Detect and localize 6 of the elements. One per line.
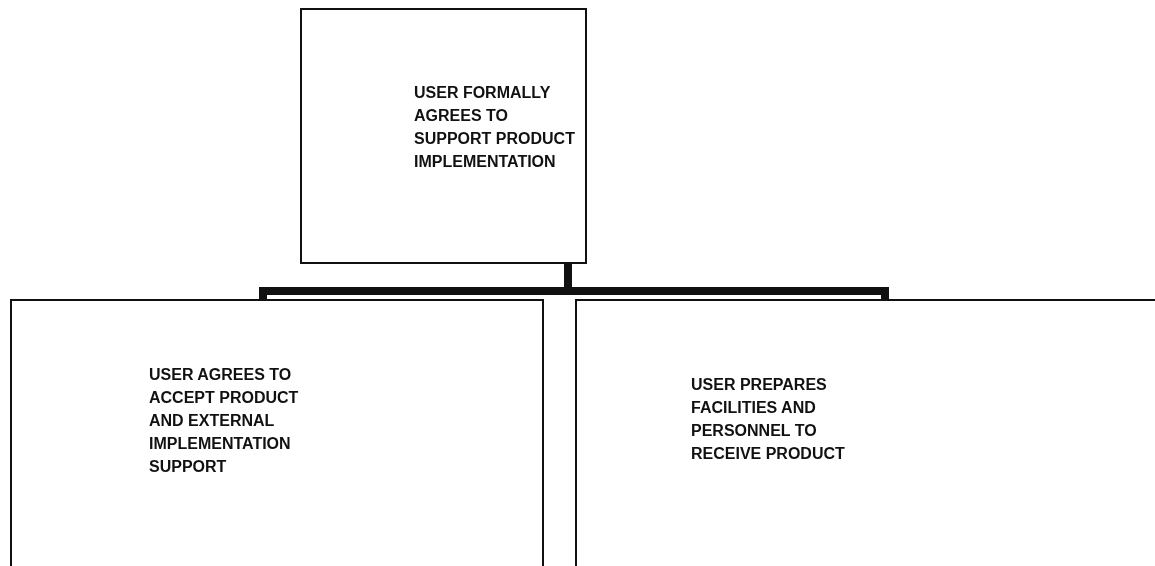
box-text: USER AGREES TO ACCEPT PRODUCT AND EXTERNAL IMPLEMENTATION SUPPORT [149,365,300,477]
process-box [10,299,544,566]
process-box [575,299,1155,566]
box-text: USER PREPARES FACILITIES AND PERSONNEL TO RECEIVE PRODUCT [691,375,846,464]
process-box [300,8,587,264]
box-text: USER FORMALLY AGREES TO SUPPORT PRODUCT IMPLEMENTATION [414,83,576,172]
